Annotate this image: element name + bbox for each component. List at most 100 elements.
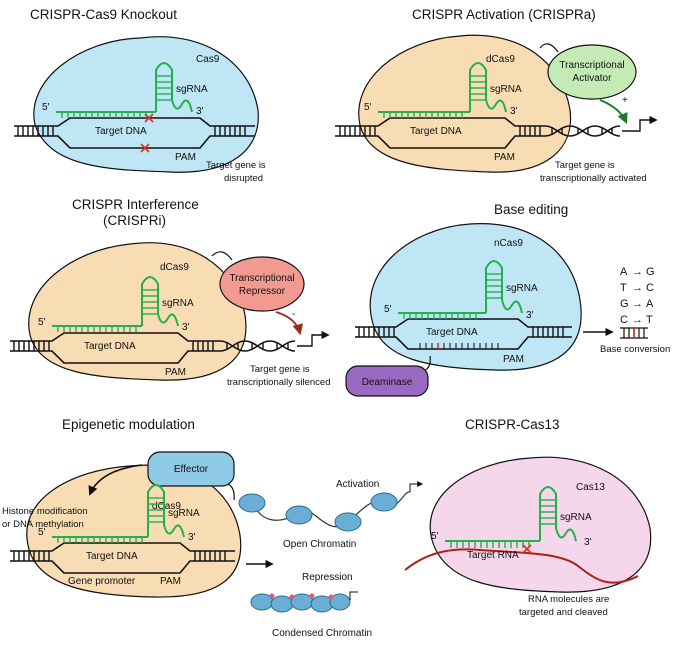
rna-cut-site-icon: [522, 544, 532, 554]
activator-label-2: Activator: [573, 73, 613, 84]
panel-knockout: CRISPR-Cas9 Knockout Cas9 5' 3' sgRNA Ta…: [14, 7, 266, 184]
deaminase-label: Deaminase: [362, 377, 413, 388]
panel-base-editing: Base editing nCas9 5' 3' sgRNA Target DN…: [345, 202, 670, 397]
repressor-label-2: Repressor: [239, 286, 286, 297]
modification-label-2: or DNA methylation: [2, 519, 84, 530]
condensed-chromatin-nucleosomes: [250, 593, 351, 613]
base-conversion-list: A → G T → C G → A C → T: [620, 266, 655, 326]
open-chromatin-label: Open Chromatin: [283, 539, 356, 550]
panel-cas13: CRISPR-Cas13 Cas13 5' 3' sgRNA Target RN…: [404, 417, 652, 618]
knockout-5prime: 5': [42, 102, 50, 113]
ncas9-protein-shape: [369, 223, 582, 371]
knockout-sgrna-label: sgRNA: [176, 84, 208, 95]
interference-caption-1: Target gene is: [250, 364, 310, 375]
dcas9-label-interference: dCas9: [160, 262, 189, 273]
modification-label-1: Histone modification: [2, 506, 88, 517]
nucleosome-icon: [334, 512, 362, 532]
epigenetic-3prime: 3': [188, 532, 196, 543]
activation-target-dna-label: Target DNA: [410, 126, 462, 137]
interference-linker: [211, 251, 233, 261]
panel-epigenetic: Epigenetic modulation Effector Histone m…: [2, 417, 424, 639]
conversion-4-arrow: →: [632, 314, 643, 326]
conversion-1-to: G: [646, 266, 655, 278]
effector-label: Effector: [174, 464, 209, 475]
gene-promoter-label: Gene promoter: [68, 576, 136, 587]
activation-title: CRISPR Activation (CRISPRa): [412, 7, 596, 22]
interference-dna-rungs: [13, 341, 289, 351]
nucleosome-icon: [329, 593, 351, 611]
methyl-mark-icon: [269, 593, 275, 599]
methylation-marks: [269, 593, 334, 600]
knockout-guide-ticks: [61, 75, 172, 118]
open-chromatin-tss-icon: [409, 481, 424, 492]
nucleosome-icon: [238, 493, 266, 513]
dcas9-label-epigenetic: dCas9: [152, 501, 181, 512]
nucleosome-icon: [285, 505, 313, 525]
interference-sign: -: [292, 309, 295, 320]
knockout-dna-rungs: [17, 126, 246, 136]
base-editing-pam-label: PAM: [503, 354, 524, 365]
interference-guide-ticks: [57, 289, 158, 332]
conversion-3-from: G: [620, 298, 629, 310]
interference-5prime: 5': [38, 317, 46, 328]
activation-5prime: 5': [364, 102, 372, 113]
cas13-title: CRISPR-Cas13: [465, 417, 560, 432]
knockout-caption-2: disrupted: [224, 173, 263, 184]
dcas9-protein-shape: [358, 34, 572, 173]
cas13-label: Cas13: [576, 482, 605, 493]
knockout-pam-label: PAM: [175, 152, 196, 163]
conversion-2-arrow: →: [632, 282, 643, 294]
activation-dna-rungs: [339, 126, 613, 136]
interference-3prime: 3': [182, 322, 190, 333]
activation-guide-ticks: [383, 75, 486, 118]
base-editing-3prime: 3': [526, 310, 534, 321]
knockout-3prime: 3': [196, 106, 204, 117]
activation-caption-1: Target gene is: [555, 160, 615, 171]
epigenetic-5prime: 5': [38, 527, 46, 538]
panel-activation: CRISPR Activation (CRISPRa) Transcriptio…: [335, 7, 658, 184]
interference-title-2: (CRISPRi): [103, 213, 166, 228]
cas13-sgrna-label: sgRNA: [560, 512, 592, 523]
cut-site-icon: [140, 113, 154, 153]
base-editing-target-dna-label: Target DNA: [426, 327, 478, 338]
interference-sgrna: [52, 276, 179, 327]
epigenetic-target-dna-label: Target DNA: [86, 551, 138, 562]
transcriptional-repressor-shape: [219, 256, 305, 312]
activation-linker: [539, 43, 559, 53]
interference-tss-arrow-icon: [297, 330, 330, 347]
base-editing-guide-ticks: [403, 273, 502, 319]
base-editing-ssdna-ticks: [419, 343, 499, 349]
knockout-caption-1: Target gene is: [206, 160, 266, 171]
conversion-3-to: A: [646, 298, 654, 310]
cas13-caption-1: RNA molecules are: [528, 594, 609, 605]
cas13-5prime: 5': [431, 531, 439, 542]
effector-shape: [147, 451, 235, 487]
cas9-label: Cas9: [196, 54, 220, 65]
conversion-3-arrow: →: [632, 298, 643, 310]
epigenetic-guide-ticks: [57, 497, 164, 543]
repression-arrow-icon: [275, 311, 303, 336]
ncas9-label: nCas9: [494, 238, 523, 249]
activator-label-1: Transcriptional: [559, 60, 624, 71]
conversion-4-to: T: [646, 314, 653, 326]
conversion-1-from: A: [620, 266, 628, 278]
target-rna-strand: [404, 548, 639, 584]
interference-sgrna-label: sgRNA: [162, 298, 194, 309]
activation-sgrna-label: sgRNA: [490, 84, 522, 95]
activation-chromatin-label: Activation: [336, 479, 379, 490]
base-editing-sgrna: [398, 260, 523, 314]
base-editing-sgrna-label: sgRNA: [506, 283, 538, 294]
repression-chromatin-label: Repression: [302, 572, 353, 583]
activation-tss-arrow-icon: [622, 115, 658, 132]
conversion-1-arrow: →: [632, 266, 643, 278]
epigenetic-pam-label: PAM: [160, 576, 181, 587]
knockout-title: CRISPR-Cas9 Knockout: [30, 7, 177, 22]
panel-interference: CRISPR Interference (CRISPRi) Transcript…: [10, 197, 331, 388]
conversion-4-from: C: [620, 314, 628, 326]
interference-title-1: CRISPR Interference: [72, 197, 199, 212]
dcas9-label-activation: dCas9: [486, 54, 515, 65]
open-chromatin-nucleosomes: [238, 492, 398, 532]
base-conversion-caption: Base conversion: [600, 344, 670, 355]
base-editing-dna-rungs: [358, 327, 564, 337]
